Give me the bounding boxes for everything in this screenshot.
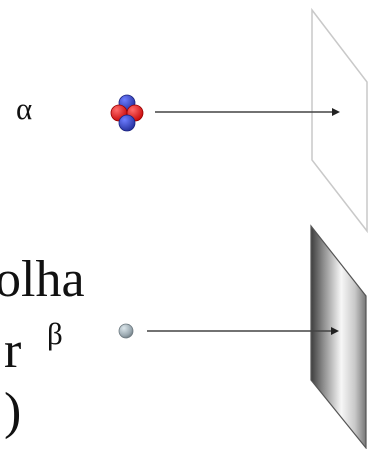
- cropped-text-line-1: olha: [0, 251, 85, 308]
- beta-particle-icon: [118, 323, 134, 339]
- beta-barrier-sheet: [310, 224, 367, 449]
- cropped-text-line-2: r: [4, 322, 22, 379]
- beta-ray-arrowhead: [331, 327, 339, 335]
- alpha-ray-arrowhead: [332, 108, 340, 116]
- beta-label: β: [47, 316, 63, 351]
- alpha-label: α: [16, 91, 33, 126]
- alpha-barrier-sheet: [311, 7, 368, 234]
- cropped-text-line-3: ): [4, 383, 22, 440]
- alpha-particle-icon: [110, 94, 144, 132]
